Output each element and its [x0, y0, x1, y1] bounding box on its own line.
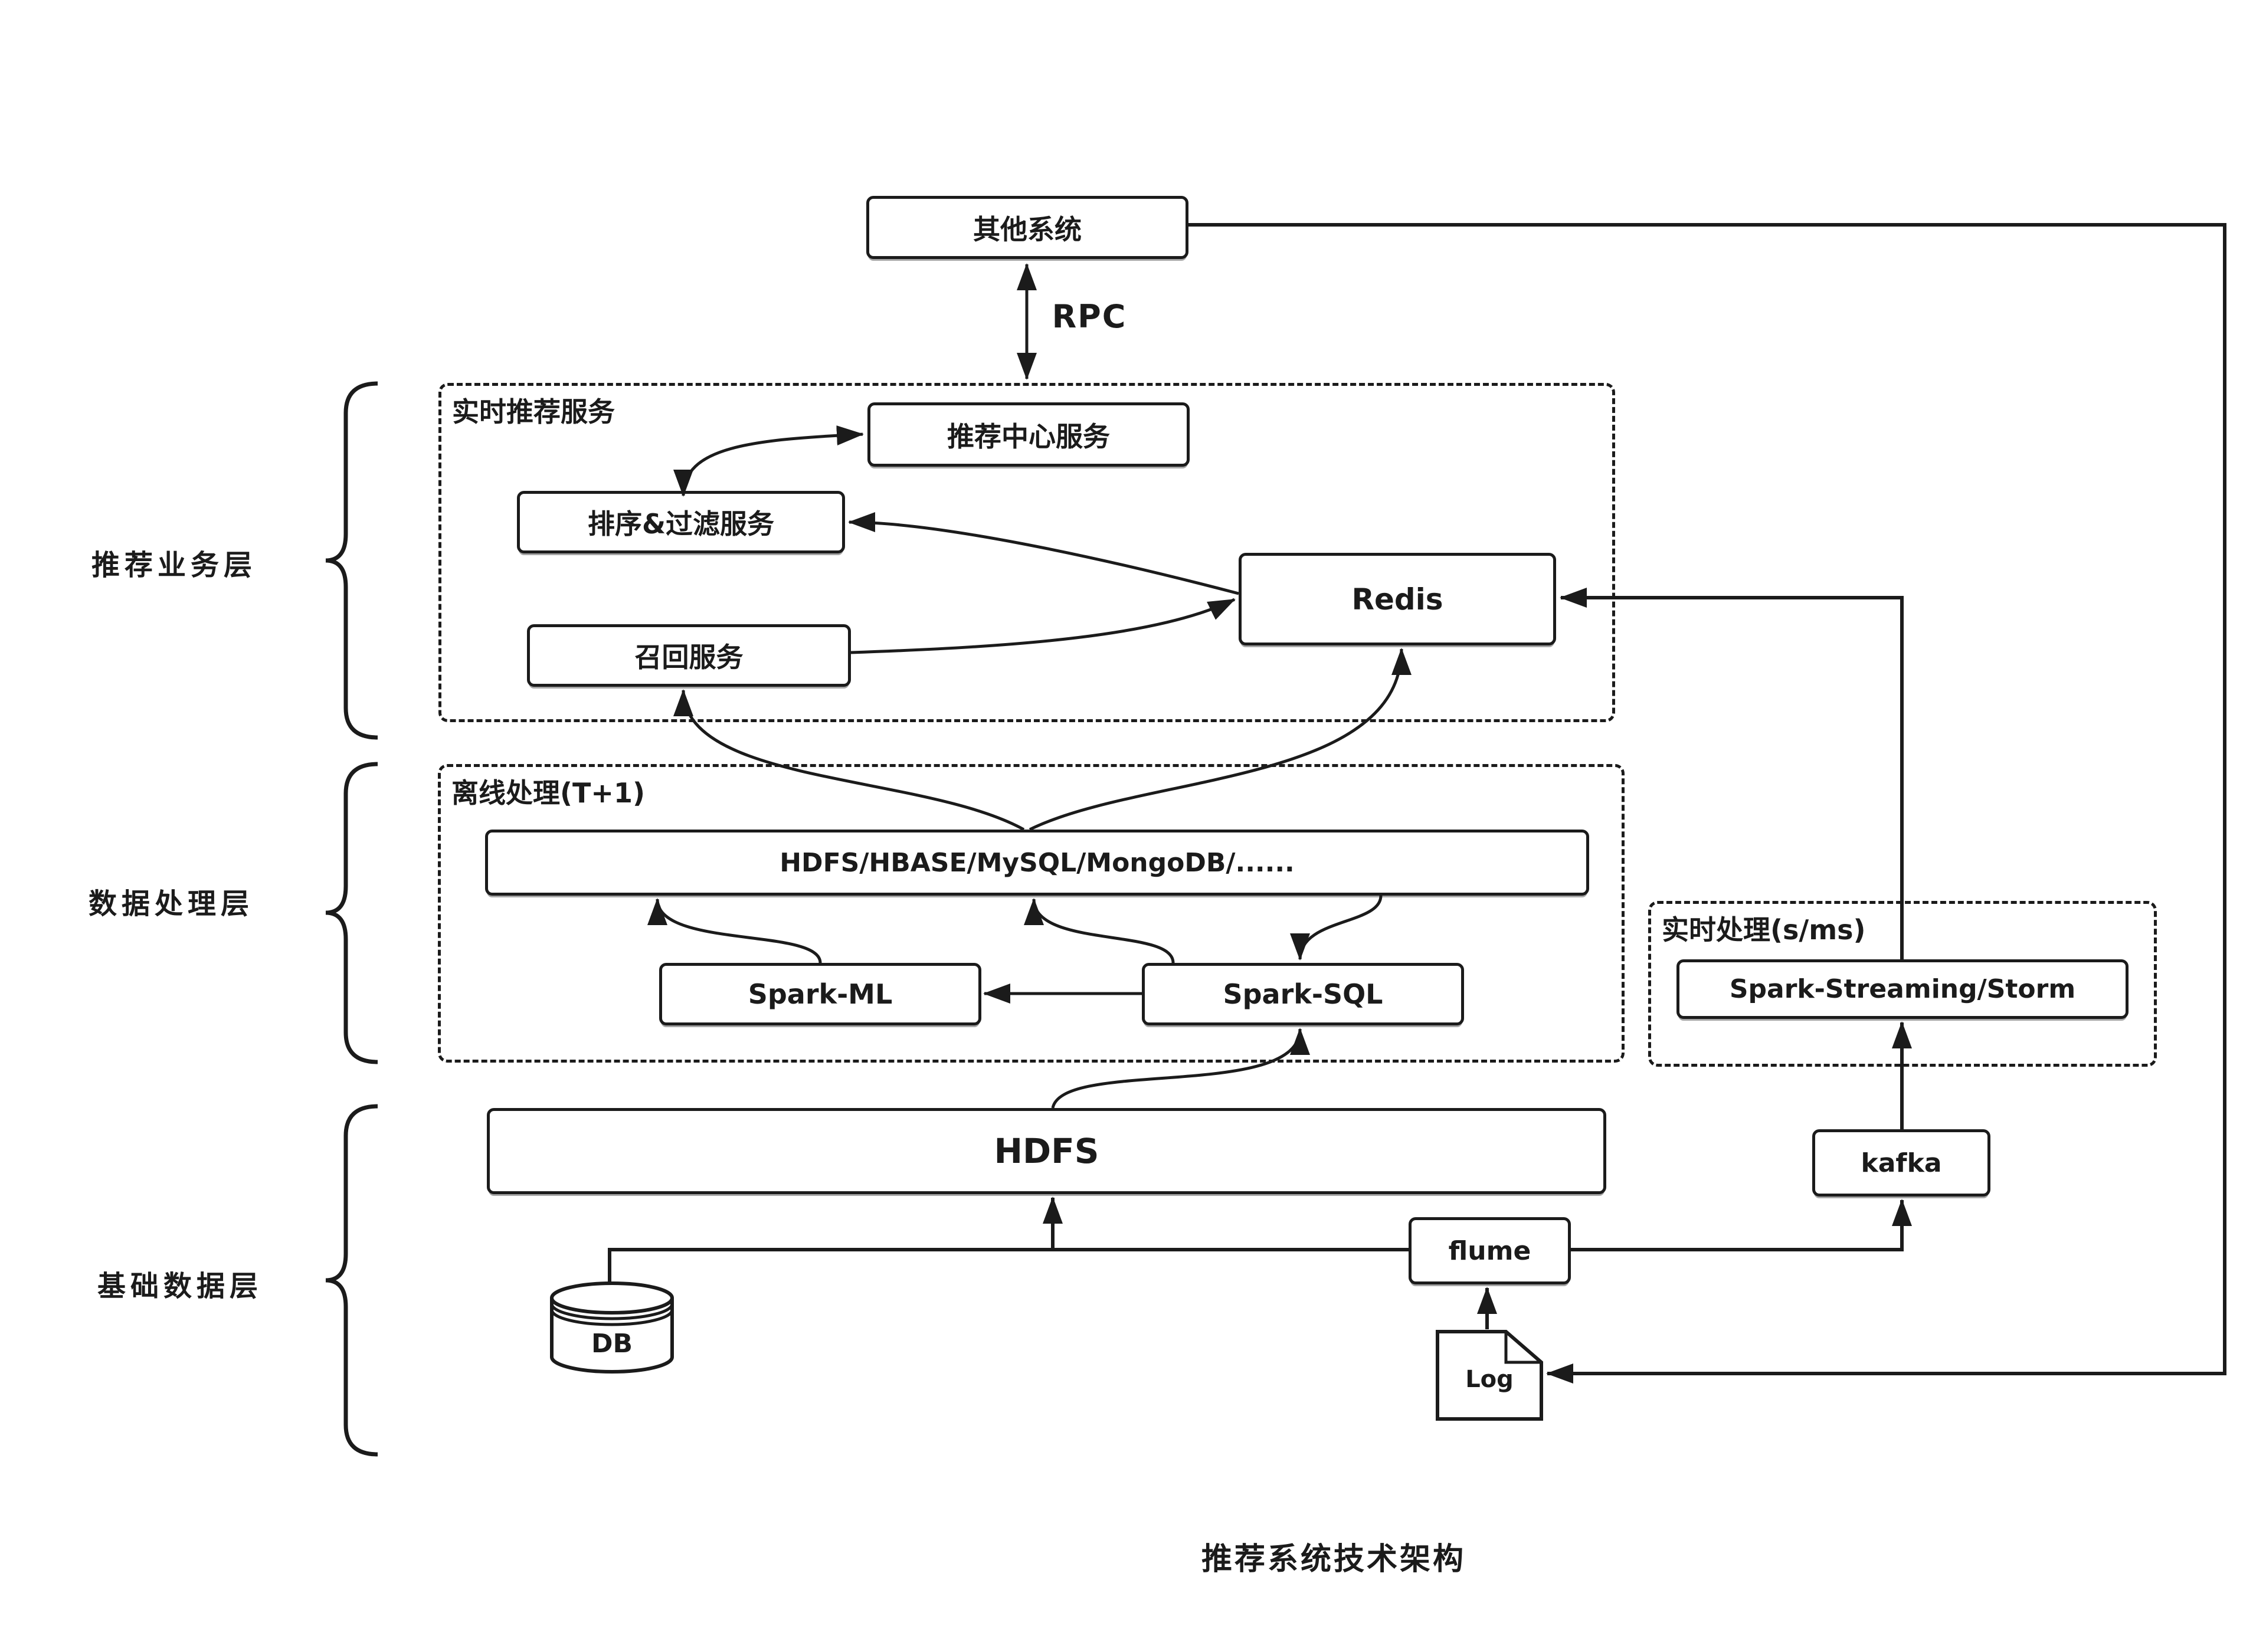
node-redis: Redis	[1239, 553, 1556, 645]
db-cylinder-icon	[550, 1281, 674, 1374]
node-spark-sql: Spark-SQL	[1142, 963, 1464, 1025]
node-redis-label: Redis	[1351, 582, 1443, 617]
node-kafka: kafka	[1812, 1129, 1990, 1197]
node-recall-service: 召回服务	[527, 624, 851, 687]
node-spark-ml-label: Spark-ML	[748, 978, 893, 1010]
node-offline-storage-label: HDFS/HBASE/MySQL/MongoDB/......	[780, 847, 1295, 878]
node-flume: flume	[1409, 1217, 1571, 1284]
layer-label-business: 推荐业务层	[91, 549, 257, 582]
node-kafka-label: kafka	[1861, 1148, 1942, 1178]
node-spark-streaming-storm-label: Spark-Streaming/Storm	[1729, 974, 2076, 1004]
node-recall-service-label: 召回服务	[634, 641, 744, 673]
layer-label-processing: 数据处理层	[88, 887, 254, 920]
node-log: Log	[1435, 1329, 1544, 1421]
edge-label-rpc: RPC	[1052, 298, 1127, 335]
node-sort-filter-service: 排序&过滤服务	[517, 491, 845, 553]
diagram-title: 推荐系统技术架构	[1201, 1542, 1466, 1577]
layer-label-base: 基础数据层	[97, 1270, 263, 1303]
node-db-label: DB	[591, 1329, 633, 1359]
node-other-system: 其他系统	[866, 196, 1188, 259]
edge-db-bus	[608, 1248, 1409, 1284]
brace-base-layer	[325, 1104, 378, 1457]
node-log-label: Log	[1465, 1366, 1514, 1393]
edge-flume-to-kafka	[1571, 1199, 1912, 1251]
group-realtime-processing-label: 实时处理(s/ms)	[1662, 914, 1866, 946]
node-spark-streaming-storm: Spark-Streaming/Storm	[1676, 959, 2129, 1019]
node-rec-center-service-label: 推荐中心服务	[947, 420, 1110, 453]
group-realtime-service-label: 实时推荐服务	[452, 396, 615, 428]
node-offline-storage: HDFS/HBASE/MySQL/MongoDB/......	[485, 830, 1589, 896]
node-spark-ml: Spark-ML	[659, 963, 981, 1025]
node-hdfs: HDFS	[487, 1108, 1606, 1194]
brace-processing-layer	[325, 762, 378, 1064]
brace-business-layer	[325, 381, 378, 740]
node-other-system-label: 其他系统	[973, 213, 1082, 245]
node-db: DB	[546, 1280, 677, 1375]
group-offline-processing-label: 离线处理(T+1)	[451, 777, 645, 809]
node-sort-filter-service-label: 排序&过滤服务	[587, 508, 775, 540]
node-hdfs-label: HDFS	[994, 1131, 1099, 1171]
node-flume-label: flume	[1448, 1235, 1531, 1266]
node-spark-sql-label: Spark-SQL	[1223, 978, 1383, 1010]
node-rec-center-service: 推荐中心服务	[867, 402, 1190, 467]
